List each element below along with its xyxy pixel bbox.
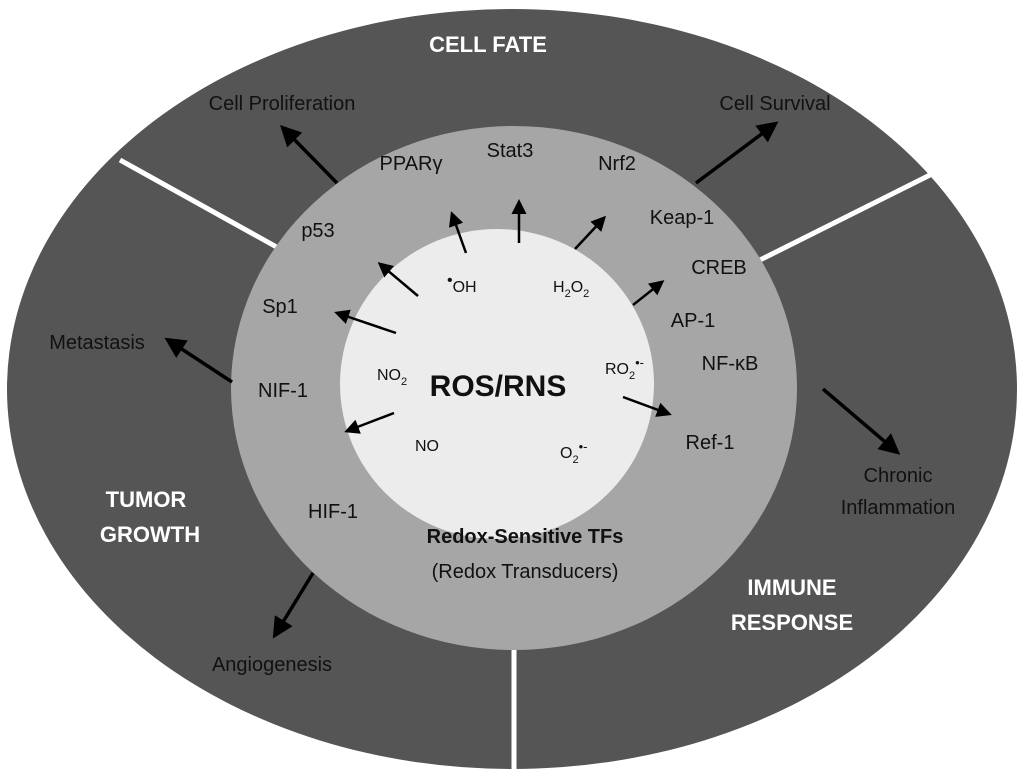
outcome-cell-proliferation: Cell Proliferation (209, 93, 356, 115)
outcome-cell-survival: Cell Survival (719, 93, 830, 115)
center-circle (340, 229, 654, 539)
center-title: ROS/RNS (430, 370, 567, 403)
outcome-chronic-inflammation-line2: Inflammation (841, 497, 956, 519)
outcome-metastasis: Metastasis (49, 332, 145, 354)
arrow-to-cell-proliferation (280, 125, 339, 185)
species-oh-dot: • (447, 272, 453, 289)
tf-caption-title: Redox-Sensitive TFs (427, 526, 624, 548)
species-hydrogen-peroxide: H2O2 (553, 279, 589, 300)
tf-ref1: Ref-1 (686, 432, 735, 454)
arrow-to-ref1 (622, 395, 672, 417)
sector-label-immune-line1: IMMUNE (747, 575, 836, 600)
divider-cell-fate-tumor (118, 157, 284, 253)
tf-nfkb: NF-κB (702, 353, 759, 375)
sector-label-immune-line2: RESPONSE (731, 610, 853, 635)
arrow-to-creb (632, 280, 665, 306)
tf-ap1: AP-1 (671, 310, 715, 332)
arrow-to-cell-survival (694, 121, 779, 185)
arrow-to-nif1 (344, 411, 395, 434)
divider-cell-fate-immune (758, 172, 932, 263)
tf-nif1: NIF-1 (258, 380, 308, 402)
tf-caption-subtitle: (Redox Transducers) (432, 561, 619, 583)
tf-ppar: PPARγ (380, 153, 443, 175)
species-nitric-oxide: NO (415, 438, 439, 455)
arrow-to-ppar (448, 211, 468, 254)
tf-p53: p53 (301, 220, 334, 242)
sector-label-tumor-line2: GROWTH (100, 522, 200, 547)
arrow-to-p53 (377, 262, 419, 297)
inner-arrows (334, 199, 672, 434)
tf-keap1: Keap-1 (650, 207, 715, 229)
tf-creb: CREB (691, 257, 747, 279)
tf-sp1: Sp1 (262, 296, 298, 318)
species-peroxyl-radical: RO2•- (605, 355, 644, 382)
sector-label-cell-fate: CELL FATE (429, 32, 547, 57)
species-hydroxyl-radical: •OH (447, 272, 477, 296)
arrow-to-angiogenesis (272, 572, 315, 639)
arrow-to-chronic-inflammation (821, 387, 901, 455)
arrow-to-metastasis (164, 337, 233, 384)
arrow-to-nrf2 (574, 215, 607, 250)
sector-label-tumor-line1: TUMOR (106, 487, 187, 512)
tf-hif1: HIF-1 (308, 501, 358, 523)
outer-arrows (164, 121, 901, 639)
species-superoxide: O2•- (560, 439, 587, 466)
arrow-to-sp1 (334, 309, 397, 335)
tf-nrf2: Nrf2 (598, 153, 636, 175)
tf-stat3: Stat3 (487, 140, 534, 162)
species-nitrogen-dioxide: NO2 (377, 367, 407, 388)
outcome-chronic-inflammation-line1: Chronic (864, 465, 933, 487)
outcome-angiogenesis: Angiogenesis (212, 654, 332, 676)
